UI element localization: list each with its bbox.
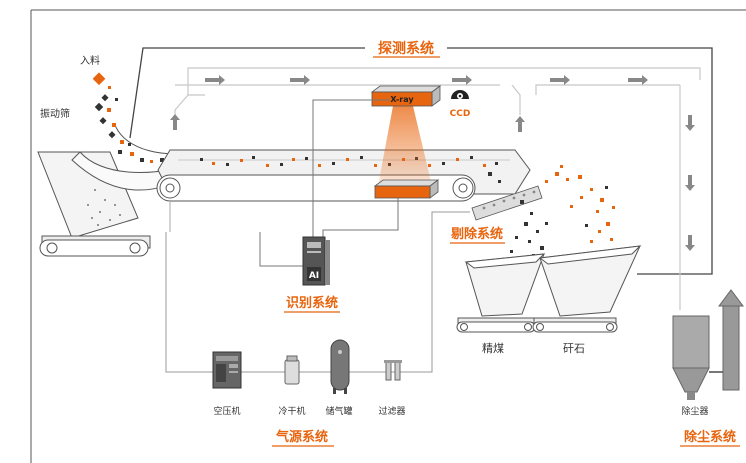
flow-arrows [170,75,695,251]
ai-computer-icon: AI [302,236,330,286]
air-nozzle-bar [471,185,543,221]
feed-in-label: 入料 [80,54,100,67]
detect-system-label: 探测系统 [378,40,434,57]
air-tank-icon [330,339,350,394]
gangue-label: 矸石 [563,342,585,355]
bin-conveyors [456,317,618,333]
compressor-label: 空压机 [213,405,240,417]
exhaust-stack-icon [718,289,744,391]
xray-detector [373,179,440,199]
frame-lines [30,9,746,463]
air-source-system-label: 气源系统 [276,429,328,445]
recognition-system-label: 识别系统 [286,295,338,311]
signal-lines [259,99,399,267]
detect-system-pipe [129,47,713,275]
reject-system-label: 剔除系统 [450,226,503,242]
gangue-stream [545,165,615,243]
xray-beam [378,106,432,186]
filter-icon [384,360,402,381]
dust-removal-system-label: 除尘系统 [684,429,736,445]
xray-label: X-ray [390,95,414,104]
main-conveyor [156,149,531,232]
dust-collector-icon [672,315,723,400]
dryer-icon [284,355,300,385]
dust-collector-label: 除尘器 [681,405,708,417]
filter-label: 过滤器 [378,405,405,417]
clean-coal-bin [464,253,546,317]
dryer-label: 冷干机 [278,405,305,417]
gangue-bin [538,245,642,317]
air-flow-pipe [174,67,701,310]
xray-source: X-ray [370,85,442,107]
ccd-label: CCD [450,109,471,119]
ai-label: AI [309,271,319,281]
air-tank-label: 储气罐 [325,405,352,417]
clean-coal-label: 精煤 [482,342,504,355]
small-conveyor-left [39,235,151,257]
ccd-camera-icon [451,90,469,99]
compressor-icon [212,351,242,389]
vibrating-screen-label: 振动筛 [40,107,70,120]
air-supply-line [165,211,470,373]
